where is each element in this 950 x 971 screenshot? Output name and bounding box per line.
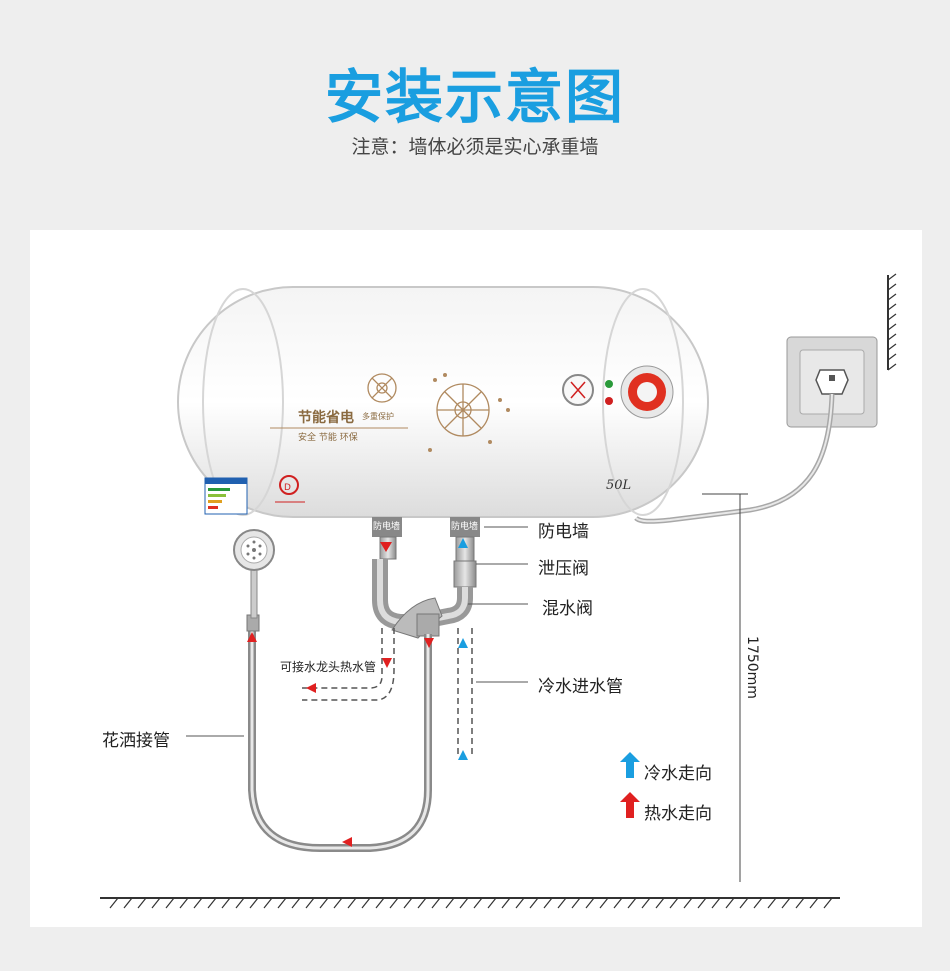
- ground-hatch-mark: [613, 897, 623, 909]
- legend-cold-label: 冷水走向: [644, 764, 712, 784]
- ground-hatch-mark: [473, 897, 483, 909]
- ground-hatch-mark: [641, 897, 651, 909]
- legend-hot-label: 热水走向: [644, 804, 712, 824]
- height-dimension: [702, 493, 748, 882]
- ground-hatch-mark: [431, 897, 441, 909]
- ground-hatch-mark: [599, 897, 609, 909]
- ground-hatch-mark: [403, 897, 413, 909]
- ground-hatch-mark: [165, 897, 175, 909]
- heater-features: 安全 节能 环保: [298, 433, 358, 443]
- ground-hatch-mark: [669, 897, 679, 909]
- ground-hatch-mark: [347, 897, 357, 909]
- ground-hatch-mark: [137, 897, 147, 909]
- ground-hatch-mark: [585, 897, 595, 909]
- control-panel: [562, 365, 674, 419]
- ground-hatch-mark: [557, 897, 567, 909]
- ground-hatch-mark: [543, 897, 553, 909]
- callout-faucet-hot-water: 可接水龙头热水管: [280, 660, 377, 674]
- pipe-tag-right: 防电墙: [451, 522, 479, 532]
- ground-hatch-mark: [361, 897, 371, 909]
- ground-hatch-mark: [221, 897, 231, 909]
- shower-head: [233, 529, 275, 632]
- power-socket: [786, 336, 878, 428]
- ground-hatch-mark: [375, 897, 385, 909]
- callout-mixing-valve: 混水阀: [542, 599, 593, 619]
- ground-hatch-mark: [823, 897, 833, 909]
- flower-decoration: [367, 373, 490, 437]
- callout-pressure-relief-valve: 泄压阀: [538, 559, 589, 579]
- ground-hatch-mark: [123, 897, 133, 909]
- ground-hatch-mark: [767, 897, 777, 909]
- ground-hatch-mark: [207, 897, 217, 909]
- ground-hatch-mark: [389, 897, 399, 909]
- ground-hatch-mark: [333, 897, 343, 909]
- ground-hatch-mark: [753, 897, 763, 909]
- mixing-valve: [391, 597, 443, 639]
- ground-hatch-mark: [739, 897, 749, 909]
- ground-hatch-mark: [193, 897, 203, 909]
- ground-hatch-mark: [697, 897, 707, 909]
- ground-hatch-mark: [795, 897, 805, 909]
- legend-hot-arrow: [620, 792, 640, 818]
- water-heater-tank: [177, 286, 709, 518]
- ground-hatch-mark: [781, 897, 791, 909]
- page-subtitle: 注意：墙体必须是实心承重墙: [351, 136, 599, 158]
- flower-dots: [428, 373, 510, 452]
- energy-label: [204, 477, 248, 515]
- ground-hatch-mark: [725, 897, 735, 909]
- ground-hatch-mark: [179, 897, 189, 909]
- diagram-panel: D: [30, 230, 922, 927]
- ground-hatch-mark: [627, 897, 637, 909]
- ground-hatch-mark: [235, 897, 245, 909]
- ground-hatch-mark: [151, 897, 161, 909]
- ground-hatch-mark: [529, 897, 539, 909]
- ground-hatch-mark: [501, 897, 511, 909]
- ground-hatch-mark: [515, 897, 525, 909]
- svg-text:D: D: [284, 483, 291, 493]
- ground-hatch-mark: [109, 897, 119, 909]
- ground-hatch-mark: [417, 897, 427, 909]
- ground-hatch-mark: [683, 897, 693, 909]
- ground-hatch-mark: [249, 897, 259, 909]
- height-label: 1750mm: [744, 636, 760, 699]
- callout-leaders: [186, 526, 528, 737]
- brand-logo: D: [275, 475, 305, 503]
- cold-flow-arrow: [458, 538, 468, 760]
- ground-hatch-mark: [263, 897, 273, 909]
- heater-capacity: 50L: [606, 478, 632, 493]
- ground-hatch-mark: [305, 897, 315, 909]
- ground-hatch-mark: [711, 897, 721, 909]
- ground-hatch-mark: [291, 897, 301, 909]
- installation-diagram: D: [100, 273, 897, 909]
- wall-hatch: [887, 273, 897, 371]
- callout-anti-electric-wall: 防电墙: [538, 522, 589, 542]
- ground-hatch-mark: [487, 897, 497, 909]
- heater-slogan-small: 多重保护: [362, 412, 394, 421]
- ground-hatch-mark: [319, 897, 329, 909]
- ground-hatch-mark: [571, 897, 581, 909]
- callout-cold-water-inlet: 冷水进水管: [538, 677, 623, 697]
- legend-cold-arrow: [620, 752, 640, 778]
- page-title: 安装示意图: [324, 63, 625, 131]
- pipe-tag-left: 防电墙: [373, 522, 401, 532]
- pipe-right: [436, 517, 480, 626]
- ground-hatch-mark: [655, 897, 665, 909]
- ground-line: [100, 897, 840, 909]
- ground-hatch-mark: [459, 897, 469, 909]
- ground-hatch-mark: [809, 897, 819, 909]
- callout-shower-hose: 花洒接管: [102, 731, 170, 751]
- ground-hatch-mark: [277, 897, 287, 909]
- hot-flow-arrow: [247, 542, 434, 847]
- heater-slogan: 节能省电: [298, 410, 354, 426]
- ground-hatch-mark: [445, 897, 455, 909]
